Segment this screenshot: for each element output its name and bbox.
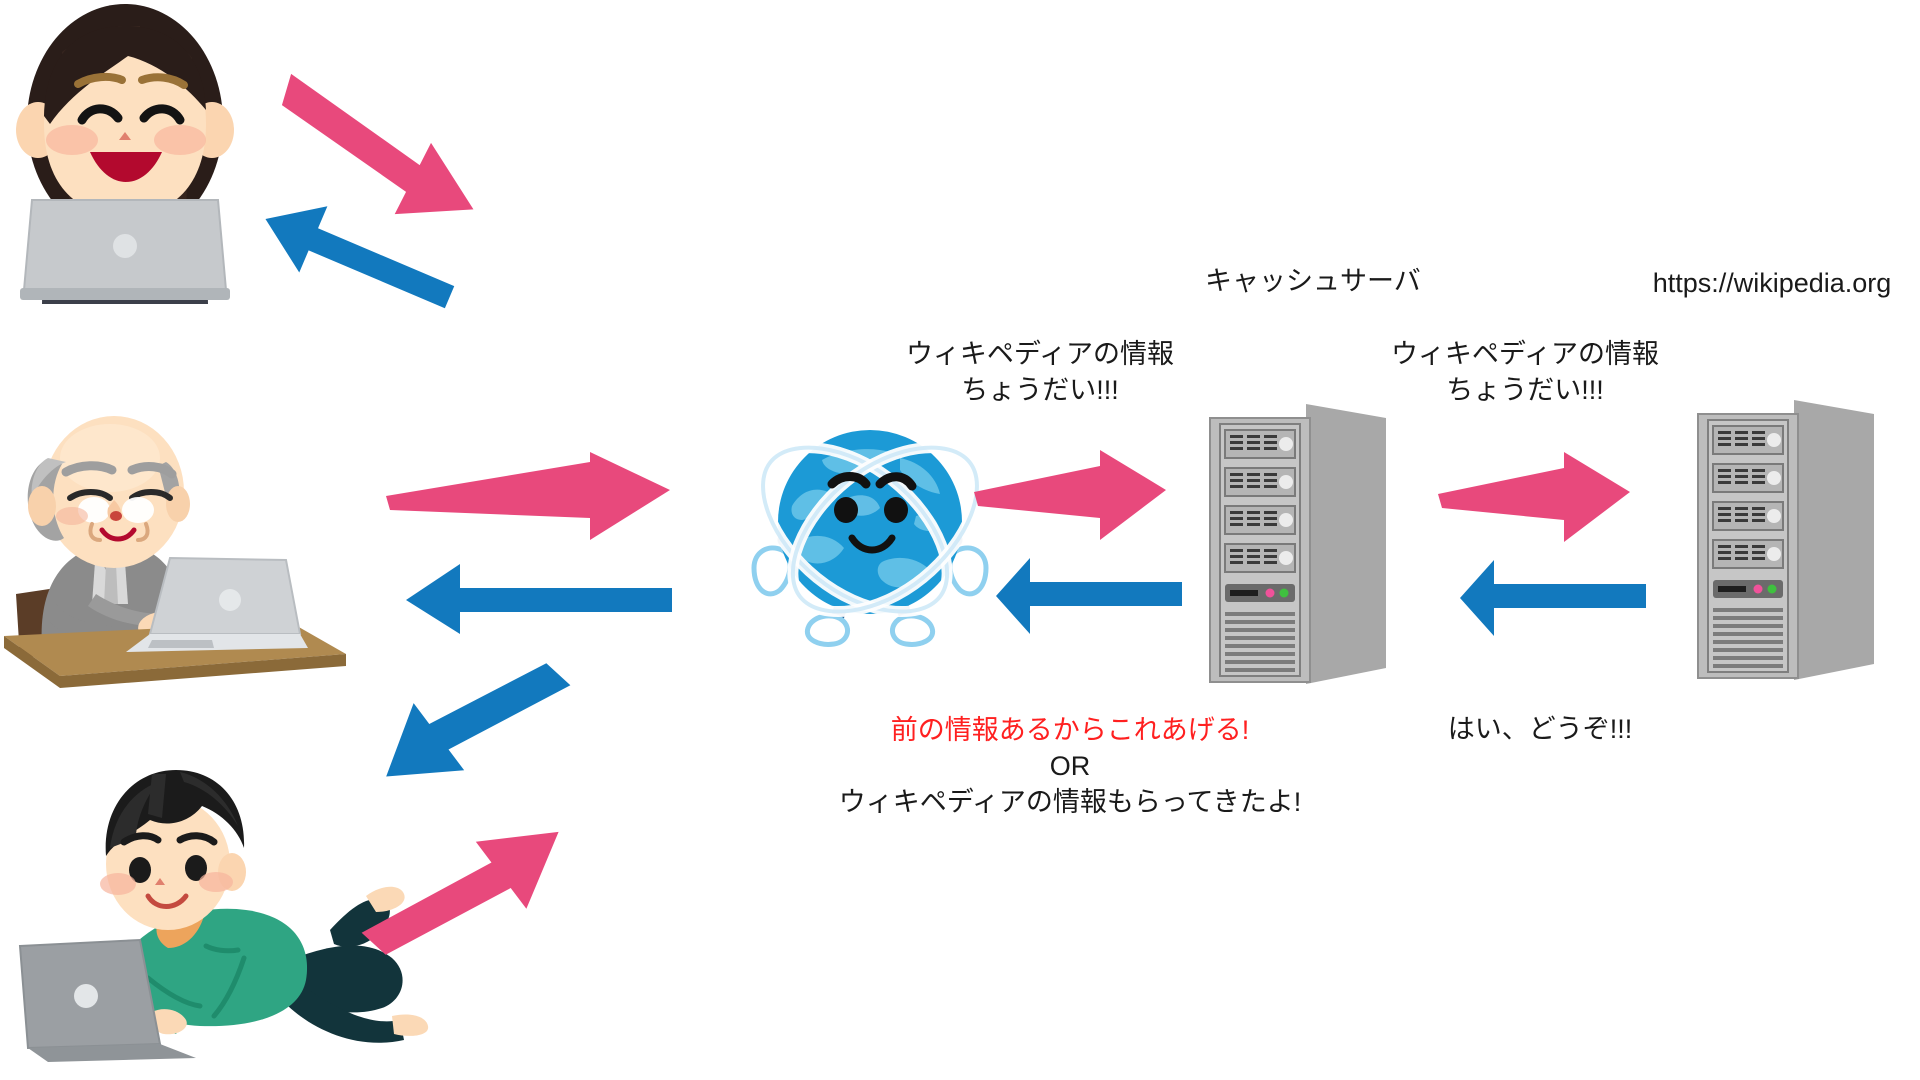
led-pink-icon bbox=[1265, 588, 1275, 598]
arrow-cache-to-globe-response bbox=[996, 558, 1182, 634]
arrow-pair-boy bbox=[350, 663, 650, 955]
request-to-origin-line1: ウィキペディアの情報 bbox=[1390, 339, 1660, 369]
arrow-pair-woman bbox=[265, 55, 585, 309]
led-green-icon bbox=[1279, 588, 1289, 598]
label-request-to-origin: ウィキペディアの情報 ちょうだい!!! bbox=[1390, 336, 1660, 408]
cache-response-line2: OR bbox=[1049, 751, 1091, 782]
actor-elderly-man-desk bbox=[0, 408, 360, 688]
label-origin-response: はい、どうぞ!!! bbox=[1447, 714, 1633, 744]
arrow-cache-to-origin-request bbox=[1438, 452, 1630, 542]
request-to-cache-line1: ウィキペディアの情報 bbox=[905, 339, 1175, 369]
arrow-origin-to-cache-response bbox=[1460, 560, 1646, 636]
server-origin bbox=[1688, 392, 1888, 688]
led-green-icon bbox=[1767, 584, 1777, 594]
request-to-origin-line2: ちょうだい!!! bbox=[1446, 375, 1604, 406]
label-cache-response: 前の情報あるからこれあげる! OR ウィキペディアの情報もらってきたよ! bbox=[760, 712, 1380, 821]
label-request-to-cache: ウィキペディアの情報 ちょうだい!!! bbox=[905, 336, 1175, 408]
server-cache bbox=[1200, 396, 1400, 692]
arrow-woman-response bbox=[265, 206, 455, 309]
actor-boy-lying-laptop bbox=[0, 744, 440, 1080]
cache-response-line3: ウィキペディアの情報もらってきたよ! bbox=[838, 787, 1302, 818]
actor-woman-laptop bbox=[10, 4, 240, 304]
arrow-woman-request bbox=[281, 73, 474, 215]
label-origin-url: https://wikipedia.org bbox=[1652, 268, 1892, 298]
arrow-boy-response bbox=[386, 663, 571, 777]
globe-character-illustration bbox=[751, 430, 989, 647]
actor-globe-character bbox=[740, 400, 1000, 650]
arrow-globe-to-cache-request bbox=[974, 450, 1166, 540]
arrow-man-response bbox=[406, 564, 672, 634]
cache-server-illustration bbox=[1209, 404, 1386, 684]
boy-lying-illustration bbox=[18, 770, 429, 1062]
label-cache-server: キャッシュサーバ bbox=[1205, 266, 1421, 296]
woman-laptop-illustration bbox=[16, 4, 234, 304]
cache-response-line1: 前の情報あるからこれあげる! bbox=[890, 715, 1250, 745]
arrow-pair-cache-origin bbox=[1434, 450, 1664, 640]
elderly-man-illustration bbox=[4, 416, 346, 688]
arrow-man-request bbox=[386, 452, 670, 540]
origin-server-illustration bbox=[1697, 400, 1874, 680]
arrow-boy-request bbox=[361, 831, 559, 955]
request-to-cache-line2: ちょうだい!!! bbox=[961, 375, 1119, 406]
arrow-pair-man bbox=[380, 452, 700, 634]
arrow-pair-globe-cache bbox=[970, 448, 1200, 638]
led-pink-icon bbox=[1753, 584, 1763, 594]
